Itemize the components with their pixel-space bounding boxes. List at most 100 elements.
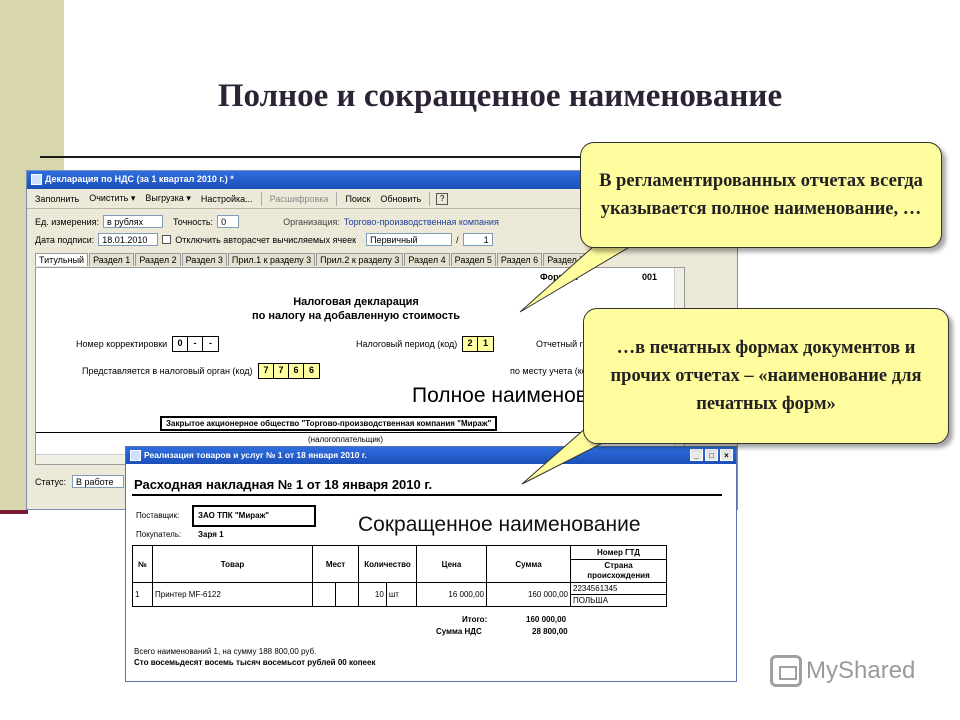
help-button[interactable]: ? <box>436 192 449 205</box>
drilldown-button[interactable]: Расшифровка <box>269 193 329 204</box>
minimize-icon[interactable]: _ <box>690 449 703 461</box>
cell-item: Принтер MF-6122 <box>152 582 313 607</box>
window-icon <box>130 450 141 461</box>
period-label: Налоговый период (код) <box>356 339 458 349</box>
left-decor-line <box>0 510 28 514</box>
units-row: Ед. измерения: в рублях Точность: 0 Орга… <box>35 215 499 228</box>
export-button[interactable]: Выгрузка ▾ <box>145 193 191 203</box>
cell-price: 16 000,00 <box>416 582 487 607</box>
settings-button[interactable]: Настройка... <box>200 193 253 204</box>
tab-section-6[interactable]: Раздел 6 <box>496 253 543 266</box>
status-field[interactable]: В работе <box>71 475 124 488</box>
buyer-label: Покупатель: <box>136 530 182 539</box>
cell[interactable]: - <box>188 337 203 351</box>
slide-title: Полное и сокращенное наименование <box>217 78 783 114</box>
organization-link[interactable]: Торгово-производственная компания <box>343 216 499 227</box>
form-line <box>36 432 676 433</box>
close-icon[interactable]: × <box>720 449 733 461</box>
company-full-name: Закрытое акционерное общество "Торгово-п… <box>160 416 498 431</box>
unit-select[interactable]: в рублях <box>102 215 163 228</box>
tab-section-2[interactable]: Раздел 2 <box>135 253 181 266</box>
window-controls: _ □ × <box>690 449 733 461</box>
tab-section-1[interactable]: Раздел 1 <box>89 253 135 266</box>
search-button[interactable]: Поиск <box>345 193 371 204</box>
table-row: 1 Принтер MF-6122 10 шт 16 000,00 160 00… <box>132 582 667 607</box>
invoice-table: № Товар Мест Количество Цена Сумма Номер… <box>132 545 667 607</box>
footer-amount-words: Сто восемьдесят восемь тысяч восемьсот р… <box>134 658 376 667</box>
date-field[interactable]: 18.01.2010 <box>98 233 159 246</box>
table-header-row: № Товар Мест Количество Цена Сумма Номер… <box>132 545 667 583</box>
clear-button[interactable]: Очистить ▾ <box>89 193 136 203</box>
tab-title[interactable]: Титульный <box>35 253 89 266</box>
doc-title-2: по налогу на добавленную стоимость <box>251 310 461 322</box>
col-header-sum: Сумма <box>486 545 571 583</box>
footer-count: Всего наименований 1, на сумму 188 800,0… <box>134 647 317 656</box>
callout-full-name: В регламентированных отчетах всегда указ… <box>580 142 942 248</box>
precision-label: Точность: <box>172 216 214 227</box>
kind-select[interactable]: Первичный <box>366 233 453 246</box>
cell-qty: 10 <box>358 582 387 607</box>
cell[interactable]: 6 <box>304 364 319 378</box>
authority-label: Представляется в налоговый орган (код) <box>82 366 253 376</box>
tab-appendix-1[interactable]: Прил.1 к разделу 3 <box>227 253 316 266</box>
organization-label: Организация: <box>283 216 340 227</box>
invoice-title: Расходная накладная № 1 от 18 января 201… <box>134 477 433 492</box>
cell[interactable]: - <box>209 338 212 348</box>
maximize-icon[interactable]: □ <box>705 449 718 461</box>
cell[interactable]: 6 <box>289 364 304 378</box>
date-row: Дата подписи: 18.01.2010 Отключить автор… <box>35 233 493 246</box>
cell[interactable]: 2 <box>463 337 478 351</box>
toolbar-separator <box>429 191 431 206</box>
toolbar-separator <box>336 191 338 206</box>
cell-places-2 <box>335 582 359 607</box>
window-icon <box>31 174 42 185</box>
refresh-button[interactable]: Обновить <box>380 193 422 204</box>
table-row: ПОЛЬША <box>133 594 667 607</box>
authority-cells[interactable]: 7 7 6 6 <box>258 363 320 379</box>
supplier-name-box: ЗАО ТПК "Мираж" <box>192 505 316 527</box>
tab-section-3[interactable]: Раздел 3 <box>181 253 227 266</box>
short-name-caption: Сокращенное наименование <box>358 513 641 536</box>
declaration-toolbar: Заполнить Очистить ▾ Выгрузка ▾ Настройк… <box>27 189 737 209</box>
period-cells[interactable]: 2 1 <box>462 336 494 352</box>
status-row: Статус: В работе <box>35 475 124 488</box>
cell-unit: шт <box>385 582 418 607</box>
declaration-window-title: Декларация по НДС (за 1 квартал 2010 г.)… <box>45 174 234 184</box>
status-label: Статус: <box>35 476 66 487</box>
cell-places <box>312 582 336 607</box>
cell[interactable]: 1 <box>478 337 493 351</box>
unit-label: Ед. измерения: <box>35 216 99 227</box>
callout-print-name: …в печатных формах документов и прочих о… <box>583 308 949 444</box>
total-value: 160 000,00 <box>526 615 567 624</box>
precision-stepper[interactable]: 0 <box>217 215 240 228</box>
taxpayer-label: (налогоплательщик) <box>308 435 384 444</box>
table-header-row: Страна происхождения <box>133 559 667 583</box>
title-rule <box>40 156 600 158</box>
correction-label: Номер корректировки <box>76 339 168 349</box>
date-label: Дата подписи: <box>35 234 95 245</box>
total-label: Итого: <box>462 615 488 624</box>
doc-title-1: Налоговая декларация <box>293 296 419 308</box>
cell[interactable]: 0 <box>173 337 188 351</box>
watermark-text: MyShared <box>806 657 916 684</box>
place-label: по месту учета (ко <box>510 366 587 376</box>
col-header-country: Страна происхождения <box>570 559 667 583</box>
declaration-window-titlebar[interactable]: Декларация по НДС (за 1 квартал 2010 г.)… <box>27 171 737 189</box>
autocalc-label: Отключить авторасчет вычисляемых ячеек <box>175 234 357 245</box>
cell[interactable]: 7 <box>259 364 274 378</box>
correction-cells[interactable]: 0 - - <box>172 336 219 352</box>
tab-section-4[interactable]: Раздел 4 <box>404 253 450 266</box>
fill-button[interactable]: Заполнить <box>35 193 80 204</box>
autocalc-checkbox[interactable] <box>162 235 172 244</box>
correction-number-field[interactable]: 1 <box>462 233 493 246</box>
invoice-window-title: Реализация товаров и услуг № 1 от 18 янв… <box>144 450 367 460</box>
cell[interactable]: 7 <box>274 364 289 378</box>
tab-appendix-2[interactable]: Прил.2 к разделу 3 <box>316 253 404 266</box>
buyer-value: Заря 1 <box>198 530 224 539</box>
declaration-tabs: Титульный Раздел 1 Раздел 2 Раздел 3 При… <box>35 253 589 266</box>
toolbar-separator <box>260 191 262 206</box>
tab-section-5[interactable]: Раздел 5 <box>450 253 496 266</box>
invoice-window: Реализация товаров и услуг № 1 от 18 янв… <box>125 446 737 682</box>
vat-value: 28 800,00 <box>532 627 568 636</box>
vat-label: Сумма НДС <box>436 627 482 636</box>
